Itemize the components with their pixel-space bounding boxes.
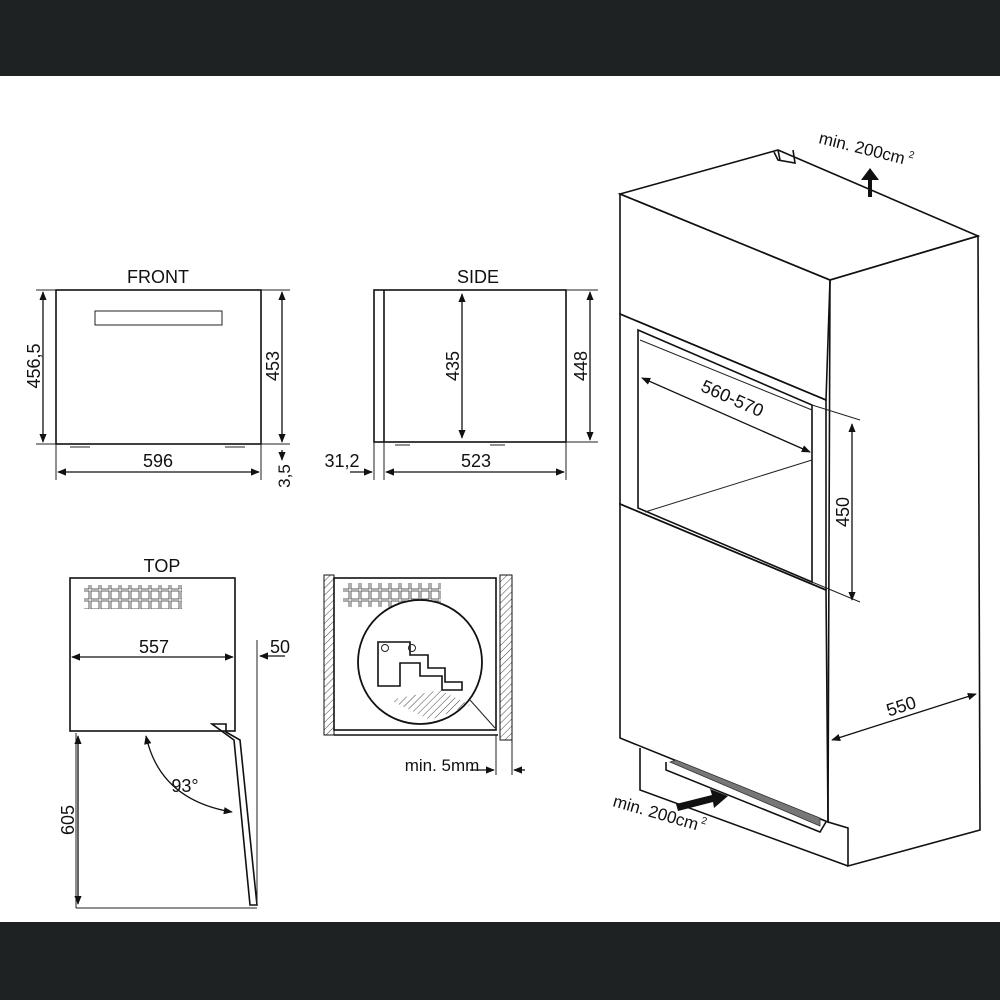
top-door-angle-arc [144,735,233,815]
top-appliance-outline [69,577,236,732]
top-view: TOP 557 50 605 93° [58,556,290,909]
front-appliance-outline [55,289,262,445]
side-front-label: 31,2 [324,451,359,471]
front-feet-label: 3,5 [275,464,294,488]
top-frame-bar [0,0,1000,76]
front-height-right-label: 453 [263,351,283,381]
front-control-panel [94,310,223,326]
side-depth-label: 523 [461,451,491,471]
detail-left-wall [323,574,335,736]
detail-screw-right [408,644,416,652]
detail-appliance-outline [333,577,497,731]
front-width-label: 596 [143,451,173,471]
detail-view: min. 5mm [323,574,525,775]
cabinet-niche-frame [619,312,827,592]
detail-bracket-profile [377,641,463,691]
top-open-door [209,723,258,906]
niche-width-dim [641,377,811,453]
cabinet-top-face [617,149,981,281]
detail-hatch-area [390,690,470,720]
niche-depth-label: 550 [884,692,919,720]
cabinet-isometric: 560-570 450 550 min. 200cm2 min. 200cm2 [611,127,981,868]
cabinet-side-face [827,234,981,868]
side-appliance-outline [373,289,567,443]
top-vent-grid [84,585,182,609]
top-vent-label: min. 200cm2 [817,127,916,170]
detail-right-wall [499,574,513,741]
front-height-left-label: 456,5 [24,343,44,388]
side-view: SIDE 435 448 523 31,2 [324,267,598,480]
cabinet-plinth-vent [668,759,821,827]
cabinet-lower-panel [619,502,829,824]
top-door-swing-label: 605 [58,805,78,835]
front-view: FRONT 456,5 453 596 3,5 [24,267,294,488]
detail-screw-left [381,644,389,652]
detail-magnifier-circle [357,599,483,725]
cabinet-niche-opening [637,328,813,584]
top-width-label: 557 [139,637,169,657]
niche-depth-dim [831,693,977,741]
niche-height-label: 450 [833,497,853,527]
top-door-angle-label: 93° [171,776,198,796]
bottom-frame-bar [0,922,1000,1000]
top-panel-label: 50 [270,637,290,657]
top-view-title: TOP [144,556,181,576]
side-view-title: SIDE [457,267,499,287]
bottom-vent-arrow-icon [676,789,728,811]
detail-gap-label: min. 5mm [405,756,480,775]
cabinet-upper-panel [619,192,831,402]
front-view-title: FRONT [127,267,189,287]
side-height-label: 448 [571,351,591,381]
side-inner-height-label: 435 [443,351,463,381]
niche-width-label: 560-570 [698,376,767,421]
top-vent-arrow-icon [861,168,879,197]
